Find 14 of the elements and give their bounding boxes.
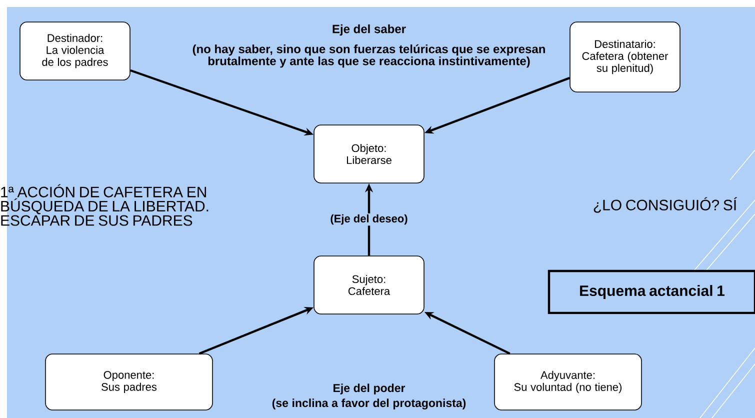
question-text: ¿LO CONSIGUIÓ? SÍ bbox=[594, 197, 738, 213]
axis-title: Eje del poder bbox=[334, 384, 406, 394]
axis-title: Eje del saber bbox=[332, 24, 406, 36]
axis-note: (no hay saber, sino que son fuerzas telúricas que se expresan brutalmente y ante las que se reacciona instintivamente) bbox=[192, 44, 545, 68]
actant-box: Destinatario: Cafetera (obtener su plenitud) bbox=[570, 22, 680, 92]
edge-label: (Eje del deseo) bbox=[329, 213, 409, 226]
actant-box: Adyuvante: Su voluntad (no tiene) bbox=[494, 354, 642, 410]
actant-box: Destinador: La violencia de los padres bbox=[20, 22, 130, 80]
actant-box: Oponente: Sus padres bbox=[45, 354, 213, 410]
heading-text: 1ª ACCIÓN DE CAFETERA EN BÚSQUEDA DE LA LIBERTAD. ESCAPAR DE SUS PADRES bbox=[1, 184, 208, 226]
title-box: Esquema actancial 1 bbox=[548, 270, 755, 314]
actant-box: Objeto: Liberarse bbox=[314, 124, 424, 184]
axis-note: (se inclina a favor del protagonista) bbox=[272, 398, 466, 410]
actant-box: Sujeto: Cafetera bbox=[314, 256, 424, 314]
